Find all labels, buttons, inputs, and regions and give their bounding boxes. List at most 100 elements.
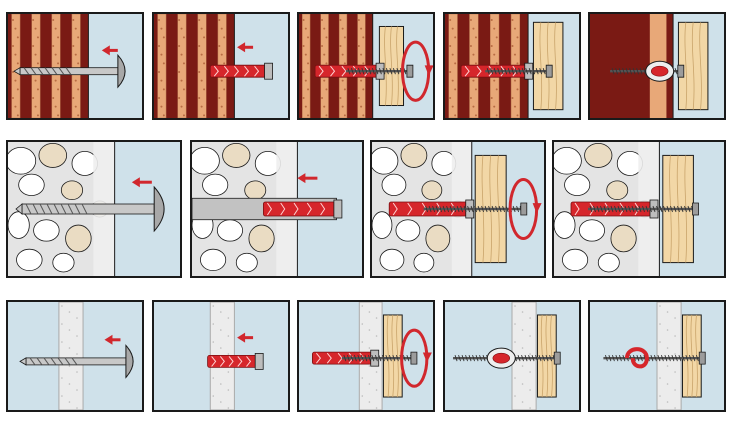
screw-thread	[624, 205, 628, 213]
brick-speckle	[57, 36, 60, 39]
screw-thread	[502, 205, 506, 213]
wood-grain	[695, 314, 698, 398]
wood-grain	[390, 26, 393, 106]
screw-thread	[446, 205, 450, 213]
pebble	[18, 173, 45, 197]
screw-thread	[371, 355, 375, 362]
wood-grain	[684, 155, 688, 263]
board-speckle	[227, 317, 230, 319]
panel-artwork	[8, 14, 126, 118]
board-speckle	[659, 305, 661, 307]
board-speckle	[674, 371, 676, 373]
board-speckle	[68, 329, 71, 331]
pebble	[60, 180, 84, 201]
brick-speckle	[57, 114, 60, 117]
wall-plug-icon	[209, 62, 273, 80]
chuck-body	[153, 185, 165, 233]
brick-speckle	[511, 45, 514, 47]
brick-web	[51, 14, 61, 118]
brick-speckle	[325, 88, 328, 91]
panel-artwork	[372, 142, 542, 276]
board-speckle	[368, 347, 371, 349]
plug-body	[263, 201, 341, 217]
screw-thread	[687, 205, 691, 213]
screw-thread	[375, 68, 379, 75]
plug-barb	[407, 202, 413, 216]
brick-speckle	[203, 36, 206, 39]
brick-web	[302, 14, 311, 118]
drill-flute	[67, 203, 74, 215]
brick-speckle	[52, 19, 55, 21]
brick-speckle	[160, 105, 163, 108]
screw-thread	[456, 205, 460, 213]
board-speckle	[61, 323, 63, 325]
brick-speckle	[72, 97, 75, 99]
concrete-step-insert-plug	[190, 140, 364, 278]
board-speckle	[227, 335, 230, 337]
brick-speckle	[220, 27, 223, 30]
screw-thread	[435, 205, 439, 213]
screw-thread	[660, 355, 664, 362]
drill-flute	[81, 203, 88, 215]
pebble	[202, 173, 229, 197]
board-speckle	[61, 377, 63, 379]
drill-flute	[51, 67, 58, 75]
board-speckle	[521, 347, 524, 349]
screw-icon	[485, 64, 553, 78]
pebble	[564, 173, 591, 197]
plug-barb	[223, 65, 229, 77]
brick-speckle	[451, 53, 454, 56]
brick-speckle	[302, 97, 305, 99]
screw-thread	[621, 205, 624, 213]
screw-head	[520, 202, 528, 216]
plug-barb	[237, 356, 243, 367]
brick-speckle	[200, 27, 203, 30]
pebble	[554, 146, 582, 175]
brick-web	[11, 14, 21, 118]
brick-speckle	[54, 53, 57, 56]
screw-head	[698, 351, 706, 365]
panel-artwork	[445, 14, 564, 118]
brick-speckle	[203, 88, 206, 91]
board-speckle	[212, 305, 215, 307]
screw-thread	[428, 205, 432, 213]
screw-thread	[495, 205, 499, 213]
knot-plug-icon	[624, 347, 649, 369]
board-speckle	[220, 401, 222, 403]
screw-thread	[674, 355, 678, 362]
screw-thread	[371, 68, 375, 75]
board-speckle	[375, 407, 378, 409]
brick-speckle	[32, 19, 35, 21]
screw-thread	[538, 355, 542, 362]
brick-speckle	[474, 88, 477, 91]
pebble	[248, 224, 275, 253]
wood-grain	[690, 314, 694, 398]
brick-speckle	[513, 27, 516, 30]
board-speckle	[529, 371, 531, 373]
screw-thread	[635, 205, 638, 213]
brick-speckle	[449, 97, 452, 99]
screw-thread	[389, 68, 393, 75]
brick-speckle	[472, 105, 475, 108]
drill-bit-icon	[15, 203, 155, 215]
screw-head	[410, 351, 418, 365]
screw-thread	[649, 205, 652, 213]
brick-speckle	[72, 19, 75, 21]
screw-thread	[364, 355, 368, 362]
screw-thread	[367, 355, 371, 362]
brick-speckle	[220, 105, 223, 108]
plug-barb	[326, 352, 332, 364]
board-speckle	[368, 311, 371, 313]
screw-thread	[374, 355, 378, 362]
panel-artwork	[311, 302, 432, 410]
screw-thread	[486, 68, 490, 75]
screw-thread	[532, 68, 536, 75]
board-speckle	[76, 407, 78, 409]
screw-thread	[432, 205, 436, 213]
board-speckle	[529, 335, 531, 337]
pebble	[610, 224, 637, 253]
screw-thread	[539, 68, 543, 75]
plug-barb	[574, 202, 580, 216]
pebble	[584, 142, 613, 168]
board-speckle	[674, 389, 676, 391]
